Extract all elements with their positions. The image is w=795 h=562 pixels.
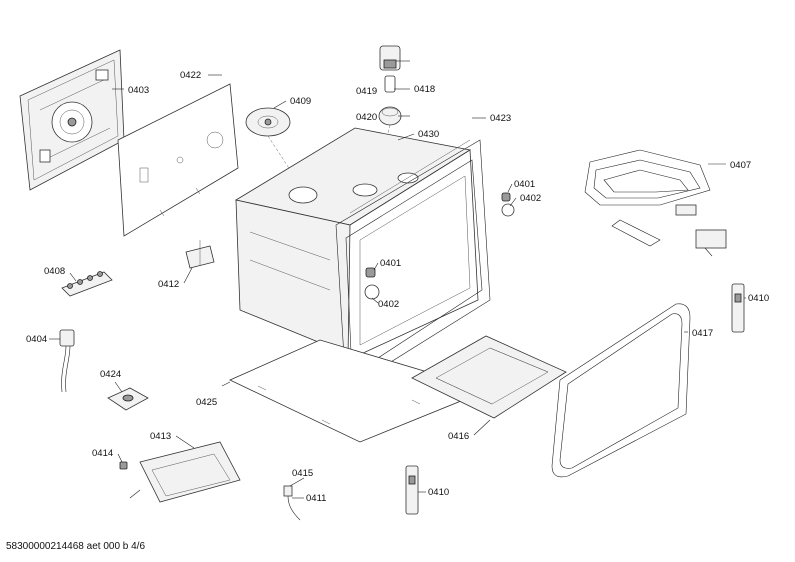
label-0419: 0419 (356, 86, 377, 97)
part-0415-0411-sensor (283, 485, 301, 521)
label-0410-bottom: 0410 (428, 487, 449, 498)
leader-lines (49, 60, 746, 499)
part-0409-fan (245, 107, 301, 186)
label-0430: 0430 (418, 129, 439, 140)
label-0410-right: 0410 (748, 293, 769, 304)
label-0414: 0414 (92, 448, 113, 459)
part-0403-back-panel (19, 49, 125, 191)
part-0413-cooling-duct (129, 441, 241, 503)
part-0410-hinge-right (731, 283, 745, 333)
label-0402-inner: 0402 (378, 299, 399, 310)
label-0418: 0418 (414, 84, 435, 95)
label-0411: 0411 (306, 493, 326, 504)
part-0422-rear-cover (117, 83, 239, 237)
label-0420: 0420 (356, 112, 377, 123)
part-0418-0420-motor (374, 45, 402, 186)
label-0415: 0415 (292, 468, 313, 479)
label-0408: 0408 (44, 266, 65, 277)
part-0410-hinge-bottom (405, 465, 419, 515)
label-0417: 0417 (692, 328, 713, 339)
label-0401-top: 0401 (514, 179, 535, 190)
label-0423: 0423 (490, 113, 511, 124)
label-0407: 0407 (730, 160, 751, 171)
part-0424-pad (107, 387, 149, 411)
part-0407-grill-element (584, 149, 727, 257)
label-0404: 0404 (26, 334, 47, 345)
part-0404-mains-cable (59, 329, 75, 393)
part-0401-0402-lamp-inner (364, 267, 380, 300)
label-0425: 0425 (196, 397, 217, 408)
part-oven-cavity (234, 127, 479, 361)
label-0402-top: 0402 (520, 193, 541, 204)
label-0409: 0409 (290, 96, 311, 107)
part-0401-0402-lamp (501, 192, 515, 217)
part-0408-terminal-block (61, 271, 113, 297)
document-footer-code: 58300000214468 aet 000 b 4/6 (6, 541, 146, 552)
part-0417-door-seal (551, 303, 691, 478)
part-0412-bracket (185, 240, 215, 269)
label-0416: 0416 (448, 431, 469, 442)
label-0424: 0424 (100, 369, 121, 380)
label-0401-inner: 0401 (380, 258, 401, 269)
part-0423-front-frame (335, 139, 491, 391)
label-0413: 0413 (150, 431, 171, 442)
label-0403: 0403 (128, 85, 149, 96)
label-0422: 0422 (180, 70, 201, 81)
part-0414-clip (119, 461, 128, 470)
label-0412: 0412 (158, 279, 179, 290)
part-0416-drip-tray (411, 335, 567, 419)
